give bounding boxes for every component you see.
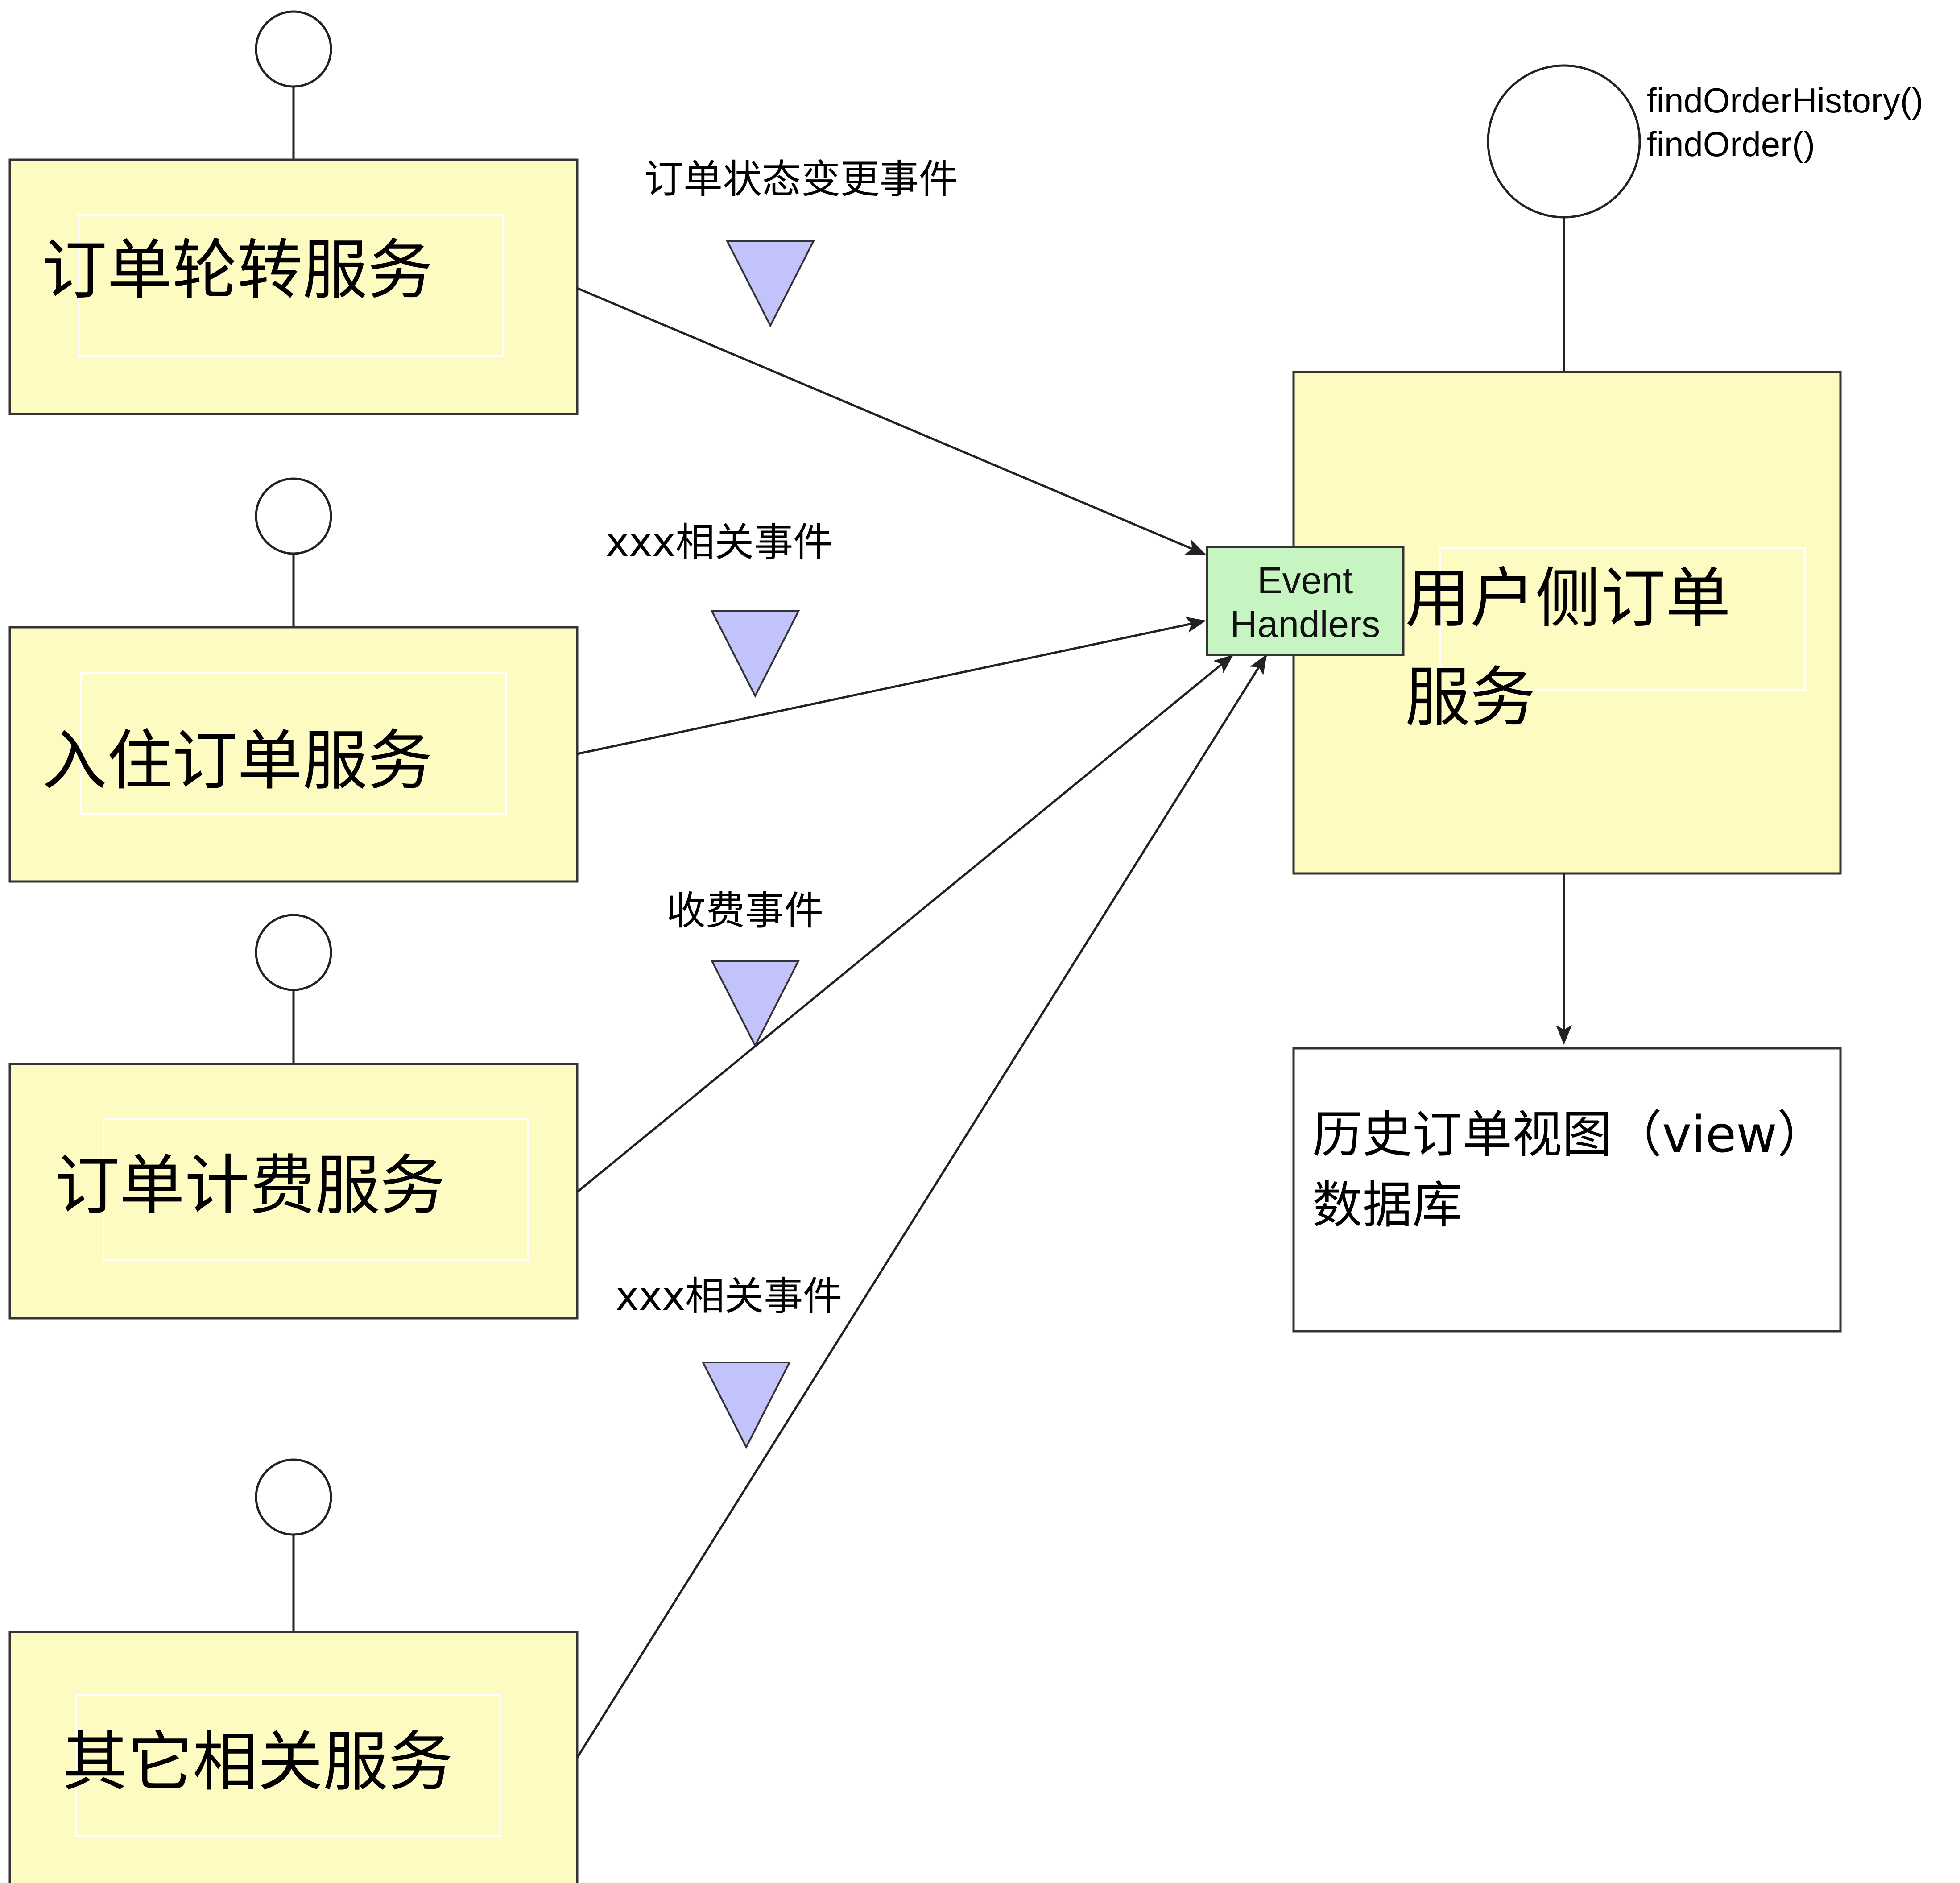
service-interface-circle bbox=[255, 914, 332, 991]
service-checkin-order: 入住订单服务 bbox=[8, 477, 579, 883]
event-annotation-4: xxx相关事件 bbox=[616, 1273, 842, 1449]
event-label: xxx相关事件 bbox=[606, 519, 832, 565]
event-annotation-2: xxx相关事件 bbox=[606, 519, 832, 698]
event-marker-triangle bbox=[710, 610, 800, 698]
service-interface-circle bbox=[1487, 64, 1641, 219]
event-handlers-label-line1: Event bbox=[1257, 559, 1353, 601]
event-handlers-box bbox=[1206, 546, 1405, 656]
database-label-line1: 历史订单视图（view） bbox=[1312, 1106, 1827, 1164]
history-view-database: 历史订单视图（view） 数据库 bbox=[1292, 1047, 1842, 1333]
event-handlers-label-line2: Handlers bbox=[1230, 603, 1380, 645]
service-order-rotation: 订单轮转服务 bbox=[8, 10, 579, 415]
service-interface-circle bbox=[255, 1458, 332, 1536]
label-frame bbox=[80, 672, 507, 815]
label-frame bbox=[75, 1694, 501, 1837]
service-label: 其它相关服务 bbox=[62, 1724, 453, 1800]
service-label-line1: 用户侧订单 bbox=[1405, 561, 1731, 637]
database-box bbox=[1292, 1047, 1842, 1333]
label-frame bbox=[1439, 547, 1806, 691]
service-label: 订单计费服务 bbox=[54, 1148, 445, 1224]
service-interface-circle bbox=[255, 477, 332, 555]
label-frame bbox=[103, 1118, 529, 1261]
api-method: findOrder() bbox=[1647, 124, 1815, 164]
service-user-order: findOrderHistory() findOrder() 用户侧订单 服务 … bbox=[1206, 64, 1923, 875]
database-label-line2: 数据库 bbox=[1312, 1176, 1462, 1234]
service-box bbox=[8, 1631, 579, 1883]
service-label: 订单轮转服务 bbox=[42, 232, 433, 308]
service-order-billing: 订单计费服务 bbox=[8, 914, 579, 1320]
event-arrow bbox=[576, 654, 1267, 1759]
service-other-related: 其它相关服务 bbox=[8, 1458, 579, 1883]
event-label: xxx相关事件 bbox=[616, 1273, 842, 1319]
service-label: 入住订单服务 bbox=[42, 723, 433, 799]
event-flows bbox=[576, 287, 1267, 1759]
api-method: findOrderHistory() bbox=[1647, 81, 1923, 120]
label-frame bbox=[78, 214, 504, 357]
event-arrow bbox=[577, 287, 1206, 555]
event-arrow bbox=[576, 654, 1234, 1193]
service-box bbox=[8, 158, 579, 415]
event-annotation-1: 订单状态变更事件 bbox=[644, 156, 958, 328]
event-marker-triangle bbox=[710, 960, 800, 1048]
event-marker-triangle bbox=[725, 240, 815, 328]
event-label: 收费事件 bbox=[666, 888, 823, 934]
event-annotation-3: 收费事件 bbox=[666, 888, 823, 1048]
event-arrow bbox=[577, 617, 1206, 755]
event-label: 订单状态变更事件 bbox=[644, 156, 958, 202]
event-marker-triangle bbox=[701, 1362, 791, 1449]
service-interface-circle bbox=[255, 10, 332, 88]
service-box bbox=[8, 626, 579, 883]
service-label-line2: 服务 bbox=[1405, 660, 1535, 736]
